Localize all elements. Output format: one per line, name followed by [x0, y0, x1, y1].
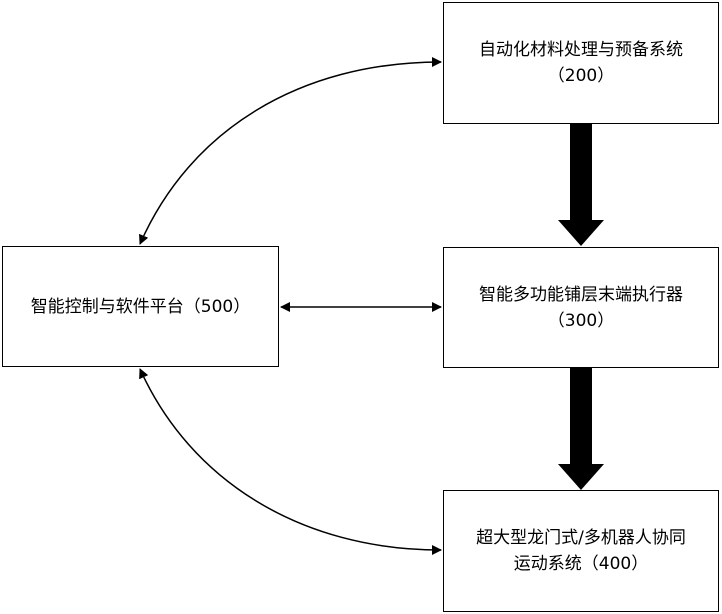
- node-400-title: 超大型龙门式/多机器人协同: [476, 528, 686, 548]
- node-control-software-platform: 智能控制与软件平台（500）: [2, 246, 279, 367]
- node-500-title: 智能控制与软件平台（500）: [30, 296, 251, 317]
- node-material-handling-system: 自动化材料处理与预备系统 （200）: [443, 2, 719, 124]
- arrow-500-to-400: [139, 368, 442, 555]
- node-400-subtitle: 运动系统（400）: [513, 554, 649, 574]
- flow-arrow-300-to-400: [558, 368, 604, 490]
- node-200-title: 自动化材料处理与预备系统: [479, 40, 683, 60]
- arrow-500-to-200: [139, 57, 442, 245]
- node-300-number: （300）: [547, 310, 615, 331]
- flow-arrow-200-to-300: [558, 124, 604, 246]
- node-end-effector: 智能多功能铺层末端执行器 （300）: [443, 247, 719, 368]
- node-gantry-motion-system: 超大型龙门式/多机器人协同 运动系统（400）: [443, 490, 719, 612]
- node-300-title: 智能多功能铺层末端执行器: [479, 284, 683, 305]
- node-200-number: （200）: [547, 66, 615, 86]
